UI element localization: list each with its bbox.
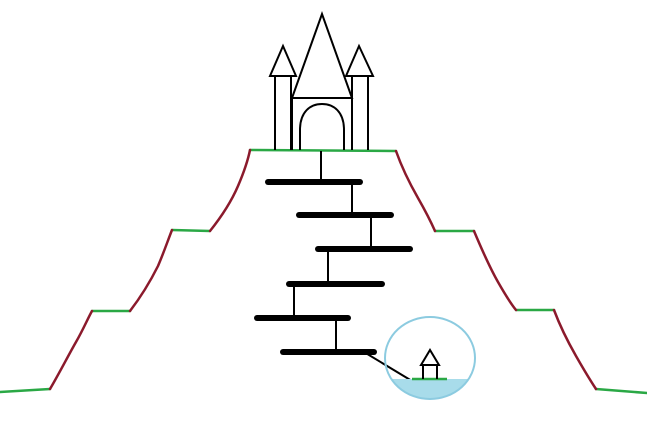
hill-slope-right-3	[552, 308, 598, 391]
castle-left-tower	[274, 76, 292, 150]
bubble-outline	[384, 316, 476, 400]
bubble-house-icon	[384, 316, 476, 400]
castle-door	[299, 102, 345, 150]
hill-slope-left-2	[128, 228, 174, 313]
hill-outline	[0, 148, 647, 395]
stair-connector	[363, 351, 413, 382]
hill-ledge-summit	[248, 148, 398, 153]
hill-slope-right-1	[394, 149, 437, 233]
bubble-house-walls	[422, 365, 438, 379]
bubble-house-roof	[419, 348, 441, 366]
castle-right-tower-roof	[344, 43, 375, 77]
hill-ledge-right-bottom	[594, 387, 647, 395]
stair-platforms	[254, 151, 413, 382]
hill-ledge-left-bottom	[0, 387, 52, 394]
hill-slope-left-3	[208, 148, 252, 233]
hill-ledge-left-mid	[170, 228, 212, 233]
castle-left-tower-roof	[268, 43, 298, 77]
hill-slope-right-2	[472, 229, 518, 312]
castle-central-spire	[290, 11, 354, 99]
castle-right-tower	[351, 76, 369, 150]
hill-slope-left-1	[48, 309, 94, 391]
castle-icon	[268, 11, 375, 150]
